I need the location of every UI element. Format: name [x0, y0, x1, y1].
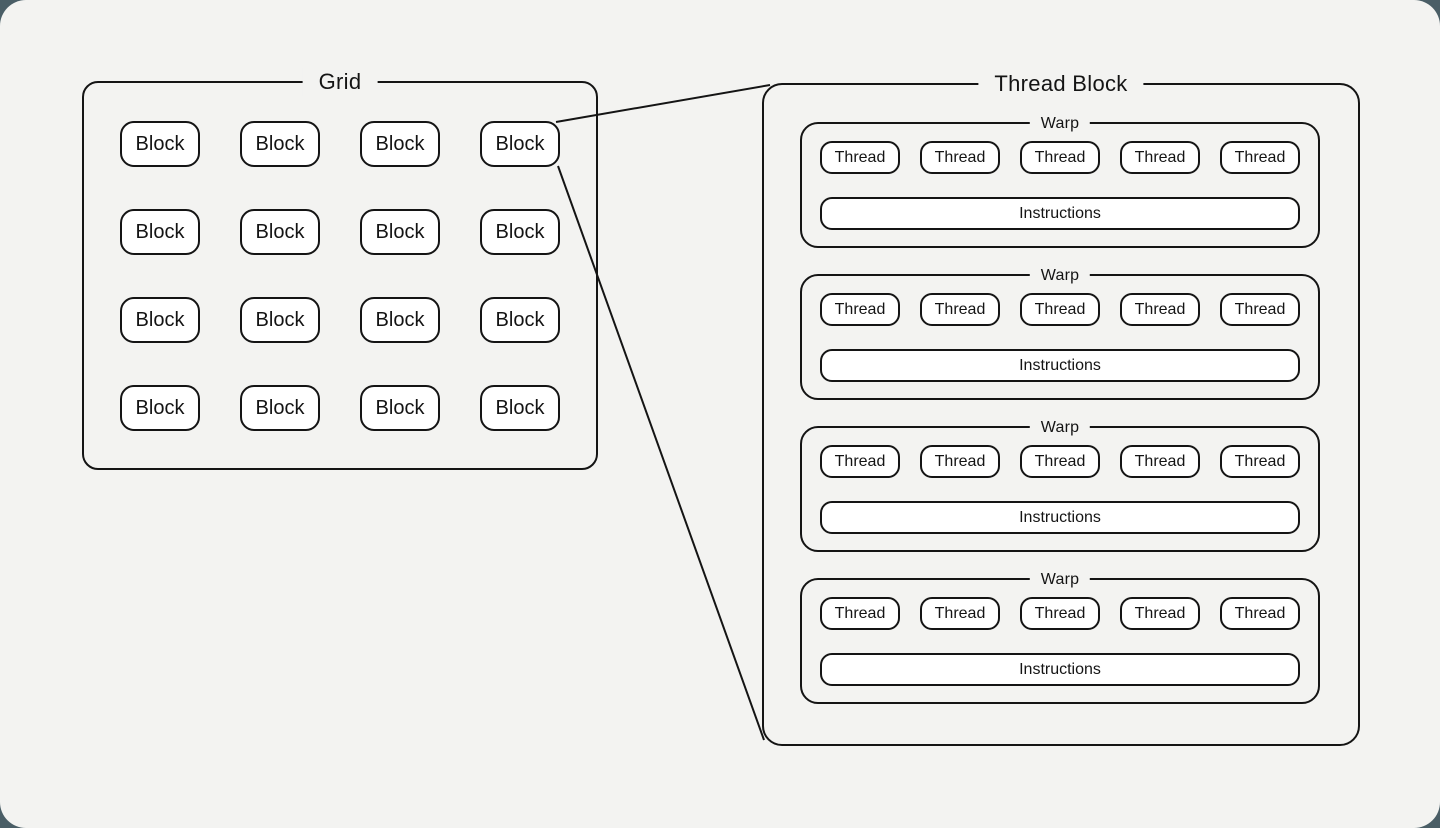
grid-panel: Grid Block Block Block Block Block Block… [82, 68, 598, 470]
thread-label: Thread [1034, 452, 1086, 470]
thread-label: Thread [1134, 300, 1186, 318]
thread-label: Thread [834, 300, 886, 318]
thread-label: Thread [934, 148, 986, 166]
block-box: Block [120, 297, 200, 343]
thread-block-title: Thread Block [978, 70, 1144, 98]
block-box: Block [120, 385, 200, 431]
block-box: Block [120, 209, 200, 255]
block-label: Block [135, 132, 185, 155]
thread-label: Thread [1234, 300, 1286, 318]
grid-title: Grid [302, 68, 378, 96]
block-box: Block [360, 121, 440, 167]
block-label: Block [255, 132, 305, 155]
thread-label: Thread [1034, 300, 1086, 318]
warp-box: Warp Thread Thread Thread Thread Thread … [800, 113, 1320, 248]
warp-title: Warp [1029, 417, 1091, 438]
warp-box: Warp Thread Thread Thread Thread Thread … [800, 265, 1320, 400]
thread-box: Thread [1020, 293, 1100, 326]
thread-row: Thread Thread Thread Thread Thread [820, 293, 1300, 326]
instructions-box: Instructions [820, 349, 1300, 382]
thread-box: Thread [1120, 293, 1200, 326]
warp-title: Warp [1029, 113, 1091, 134]
thread-box: Thread [820, 597, 900, 630]
block-label: Block [255, 308, 305, 331]
thread-label: Thread [1034, 604, 1086, 622]
thread-box: Thread [1220, 141, 1300, 174]
thread-box: Thread [1220, 597, 1300, 630]
thread-label: Thread [1234, 604, 1286, 622]
block-label: Block [495, 308, 545, 331]
warp-box: Warp Thread Thread Thread Thread Thread … [800, 417, 1320, 552]
block-box: Block [240, 385, 320, 431]
block-label: Block [375, 308, 425, 331]
thread-box: Thread [920, 293, 1000, 326]
thread-label: Thread [834, 452, 886, 470]
thread-box: Thread [1120, 597, 1200, 630]
thread-box: Thread [820, 293, 900, 326]
block-label: Block [255, 220, 305, 243]
warp-box: Warp Thread Thread Thread Thread Thread … [800, 569, 1320, 704]
thread-box: Thread [920, 445, 1000, 478]
instructions-box: Instructions [820, 197, 1300, 230]
thread-block-panel: Thread Block Warp Thread Thread Thread T… [762, 70, 1360, 746]
block-label: Block [135, 396, 185, 419]
block-box: Block [360, 385, 440, 431]
instructions-label: Instructions [1019, 204, 1101, 222]
thread-box: Thread [1020, 445, 1100, 478]
block-box: Block [360, 209, 440, 255]
block-label: Block [495, 396, 545, 419]
thread-box: Thread [1120, 141, 1200, 174]
thread-box: Thread [1220, 293, 1300, 326]
thread-box: Thread [1020, 597, 1100, 630]
thread-label: Thread [1134, 452, 1186, 470]
thread-label: Thread [1234, 452, 1286, 470]
block-label: Block [375, 396, 425, 419]
thread-label: Thread [834, 604, 886, 622]
block-box: Block [120, 121, 200, 167]
thread-label: Thread [1134, 148, 1186, 166]
block-box: Block [480, 209, 560, 255]
thread-box: Thread [920, 141, 1000, 174]
warp-title: Warp [1029, 569, 1091, 590]
thread-row: Thread Thread Thread Thread Thread [820, 141, 1300, 174]
instructions-box: Instructions [820, 501, 1300, 534]
instructions-label: Instructions [1019, 660, 1101, 678]
block-box: Block [480, 297, 560, 343]
thread-row: Thread Thread Thread Thread Thread [820, 445, 1300, 478]
thread-box: Thread [920, 597, 1000, 630]
thread-box: Thread [1120, 445, 1200, 478]
thread-box: Thread [1220, 445, 1300, 478]
instructions-box: Instructions [820, 653, 1300, 686]
thread-label: Thread [1034, 148, 1086, 166]
block-label: Block [375, 132, 425, 155]
thread-label: Thread [834, 148, 886, 166]
block-box: Block [480, 385, 560, 431]
block-label: Block [135, 308, 185, 331]
thread-box: Thread [1020, 141, 1100, 174]
block-box: Block [240, 209, 320, 255]
instructions-label: Instructions [1019, 508, 1101, 526]
instructions-label: Instructions [1019, 356, 1101, 374]
block-label: Block [255, 396, 305, 419]
block-label: Block [135, 220, 185, 243]
block-box: Block [480, 121, 560, 167]
block-box: Block [240, 121, 320, 167]
block-label: Block [495, 132, 545, 155]
thread-box: Thread [820, 445, 900, 478]
block-box: Block [240, 297, 320, 343]
thread-row: Thread Thread Thread Thread Thread [820, 597, 1300, 630]
thread-label: Thread [934, 300, 986, 318]
warp-title: Warp [1029, 265, 1091, 286]
grid-blocks: Block Block Block Block Block Block Bloc… [84, 83, 596, 469]
thread-box: Thread [820, 141, 900, 174]
warp-stack: Warp Thread Thread Thread Thread Thread … [764, 85, 1358, 704]
block-box: Block [360, 297, 440, 343]
block-label: Block [375, 220, 425, 243]
thread-label: Thread [934, 604, 986, 622]
block-label: Block [495, 220, 545, 243]
thread-label: Thread [934, 452, 986, 470]
thread-label: Thread [1234, 148, 1286, 166]
thread-label: Thread [1134, 604, 1186, 622]
